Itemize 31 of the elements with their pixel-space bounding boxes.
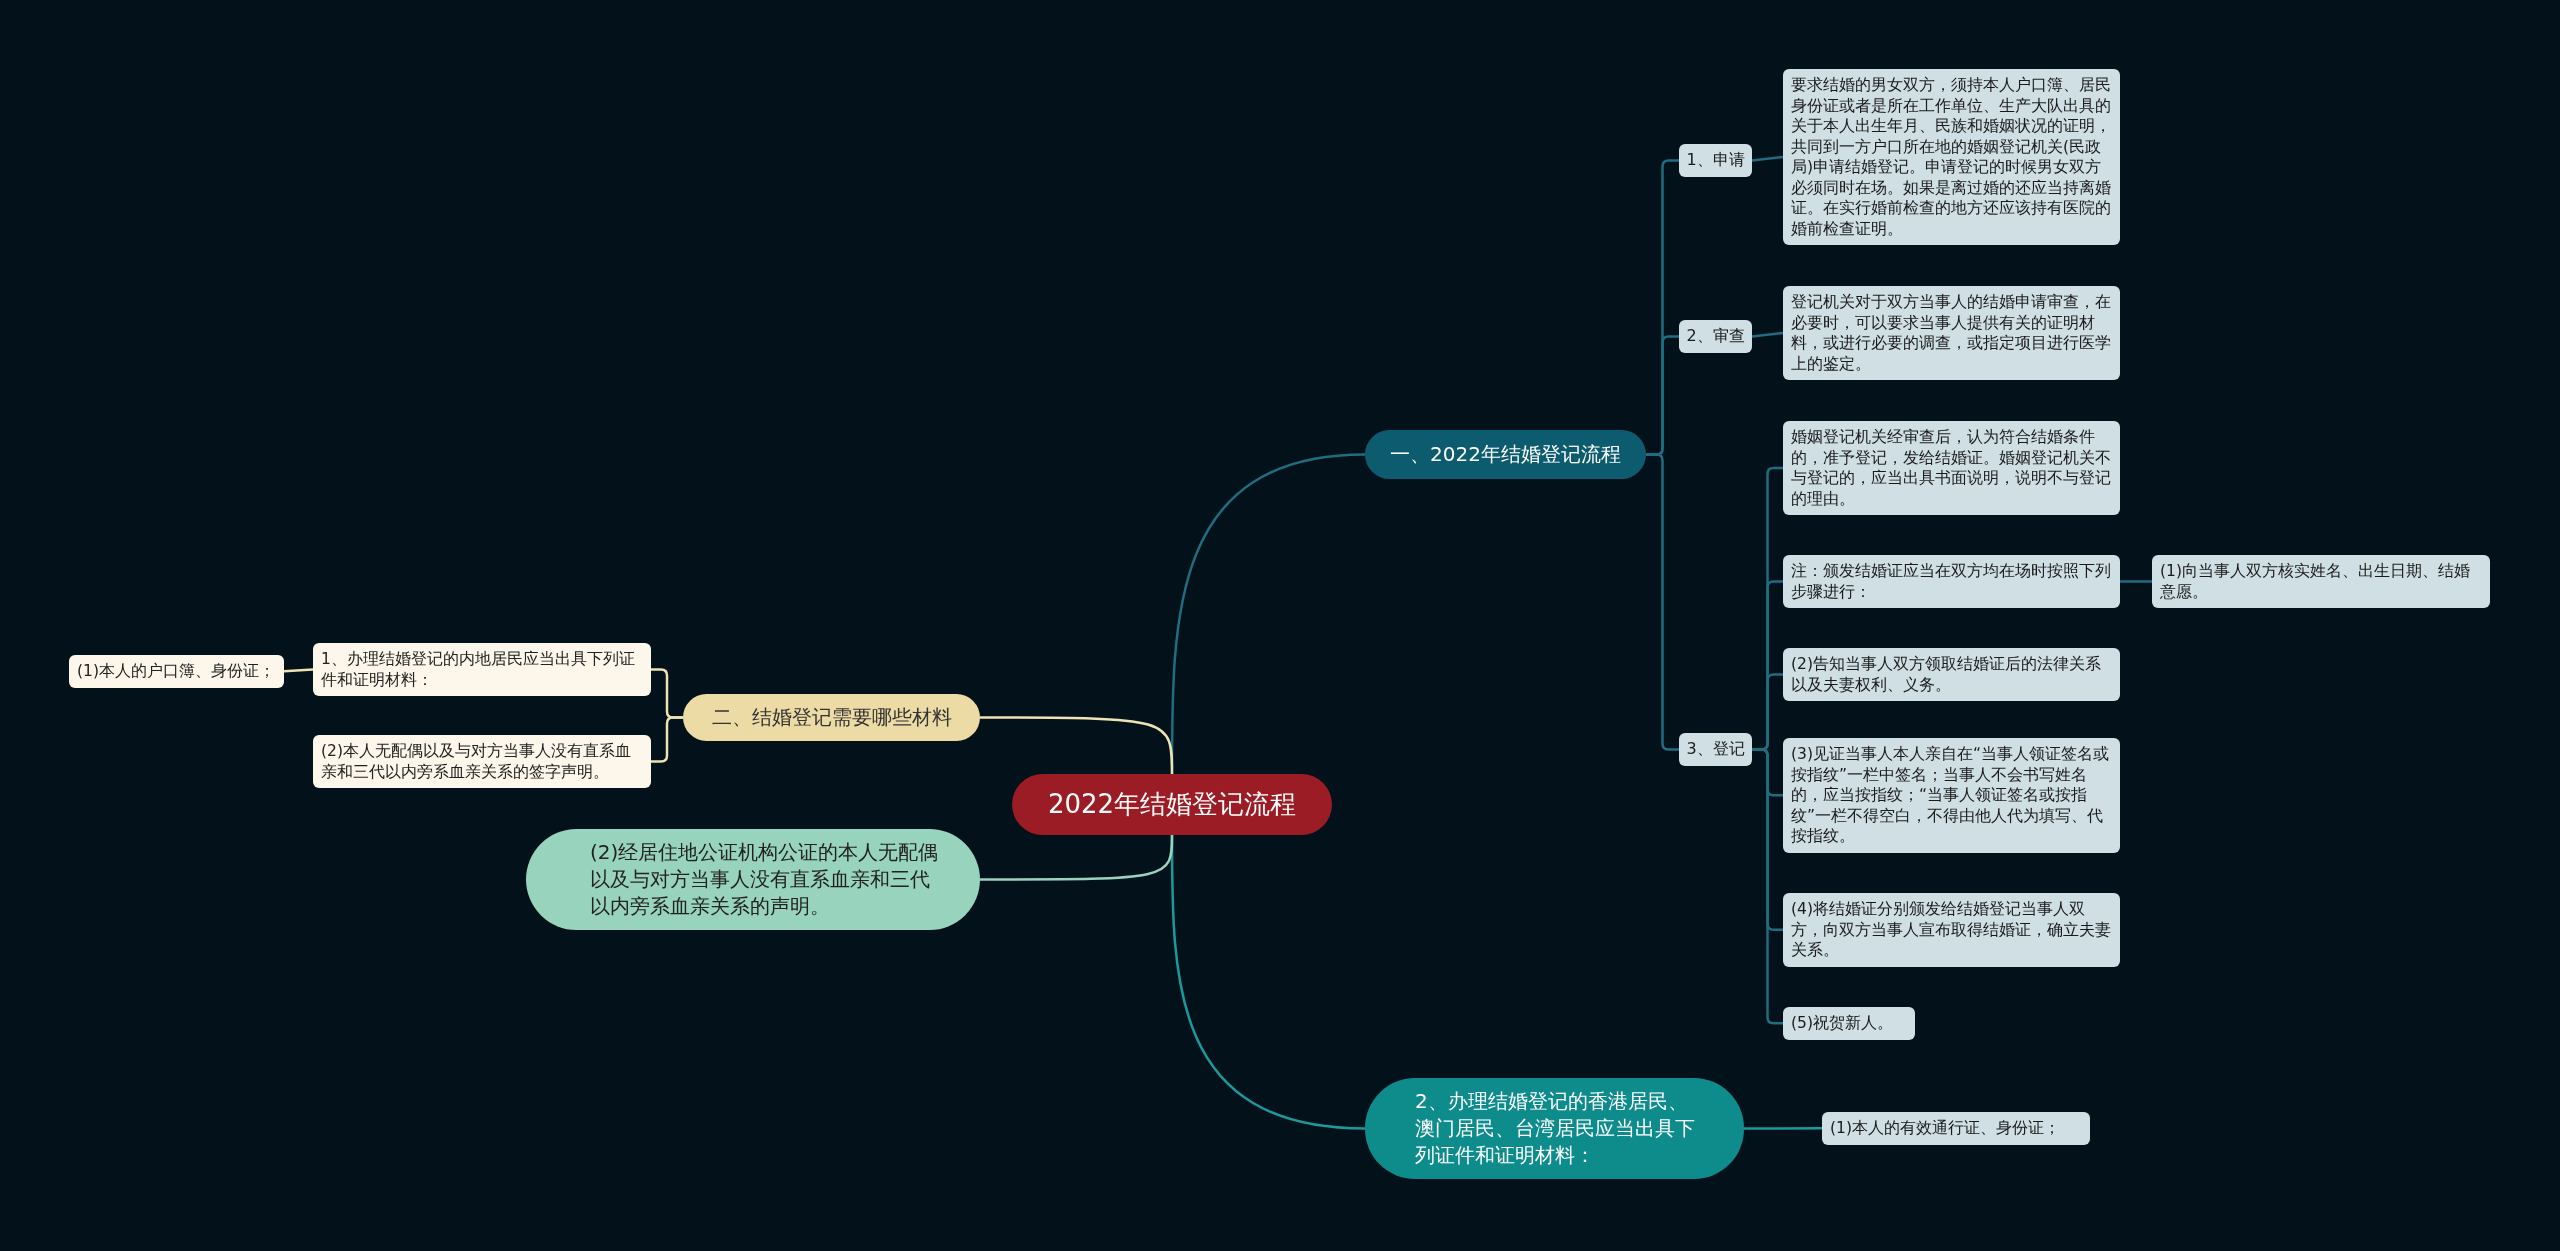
text-box: (1)向当事人双方核实姓名、出生日期、结婚意愿。	[2152, 555, 2490, 608]
text-box: 登记机关对于双方当事人的结婚申请审查，在必要时，可以要求当事人提供有关的证明材料，或进行必要的调查，或指定项目进行医学上的鉴定。	[1783, 286, 2120, 380]
text-box: (1)本人的户口簿、身份证；	[69, 655, 284, 688]
connector-line	[1744, 1127, 1822, 1130]
connector-line	[1751, 155, 1784, 162]
connector-line	[1752, 748, 1783, 1025]
subtopic-box: 3、登记	[1679, 733, 1752, 766]
text-box: (4)将结婚证分别颁发给结婚登记当事人双方，向双方当事人宣布取得结婚证，确立夫妻关系。	[1783, 893, 2120, 967]
text-box: 要求结婚的男女双方，须持本人户口簿、居民身份证或者是所在工作单位、生产大队出具的关于本人出生年月、民族和婚姻状况的证明，共同到一方户口所在地的婚姻登记机关(民政局)申请结婚登记。申请登记的时候男女双方必须同时在场。如果是离过婚的还应当持离婚证。在实行婚前检查的地方还应该持有医院的婚前检查证明。	[1783, 69, 2120, 245]
topic-pill: 2、办理结婚登记的香港居民、澳门居民、台湾居民应当出具下列证件和证明材料：	[1365, 1078, 1744, 1179]
topic-pill: 一、2022年结婚登记流程	[1365, 430, 1646, 479]
central-topic: 2022年结婚登记流程	[1012, 774, 1332, 835]
topic-pill: 二、结婚登记需要哪些材料	[683, 694, 980, 741]
connector-line	[1646, 453, 1679, 751]
subtopic-box: 2、审查	[1679, 320, 1752, 353]
connector-line	[2120, 580, 2152, 583]
connector-line	[1751, 331, 1784, 338]
text-box: 注：颁发结婚证应当在双方均在场时按照下列步骤进行：	[1783, 555, 2120, 608]
text-box: (1)本人的有效通行证、身份证；	[1822, 1112, 2090, 1145]
text-box: 1、办理结婚登记的内地居民应当出具下列证件和证明材料：	[313, 643, 651, 696]
text-box: (2)本人无配偶以及与对方当事人没有直系血亲和三代以内旁系血亲关系的签字声明。	[313, 735, 651, 788]
connector-line	[980, 835, 1174, 881]
topic-pill: (2)经居住地公证机构公证的本人无配偶以及与对方当事人没有直系血亲和三代以内旁系血亲关系的声明。	[526, 829, 980, 930]
connector-line	[283, 668, 314, 673]
connector-line	[651, 716, 683, 763]
text-box: (2)告知当事人双方领取结婚证后的法律关系以及夫妻权利、义务。	[1783, 648, 2120, 701]
text-box: (3)见证当事人本人亲自在“当事人领证签名或按指纹”一栏中签名；当事人不会书写姓名的，应当按指纹；“当事人领证签名或按指纹”一栏不得空白，不得由他人代为填写、代按指纹。	[1783, 738, 2120, 853]
text-box: (5)祝贺新人。	[1783, 1007, 1915, 1040]
connector-line	[980, 716, 1174, 774]
subtopic-box: 1、申请	[1679, 144, 1752, 177]
text-box: 婚姻登记机关经审查后，认为符合结婚条件的，准予登记，发给结婚证。婚姻登记机关不与登记的，应当出具书面说明，说明不与登记的理由。	[1783, 421, 2120, 515]
